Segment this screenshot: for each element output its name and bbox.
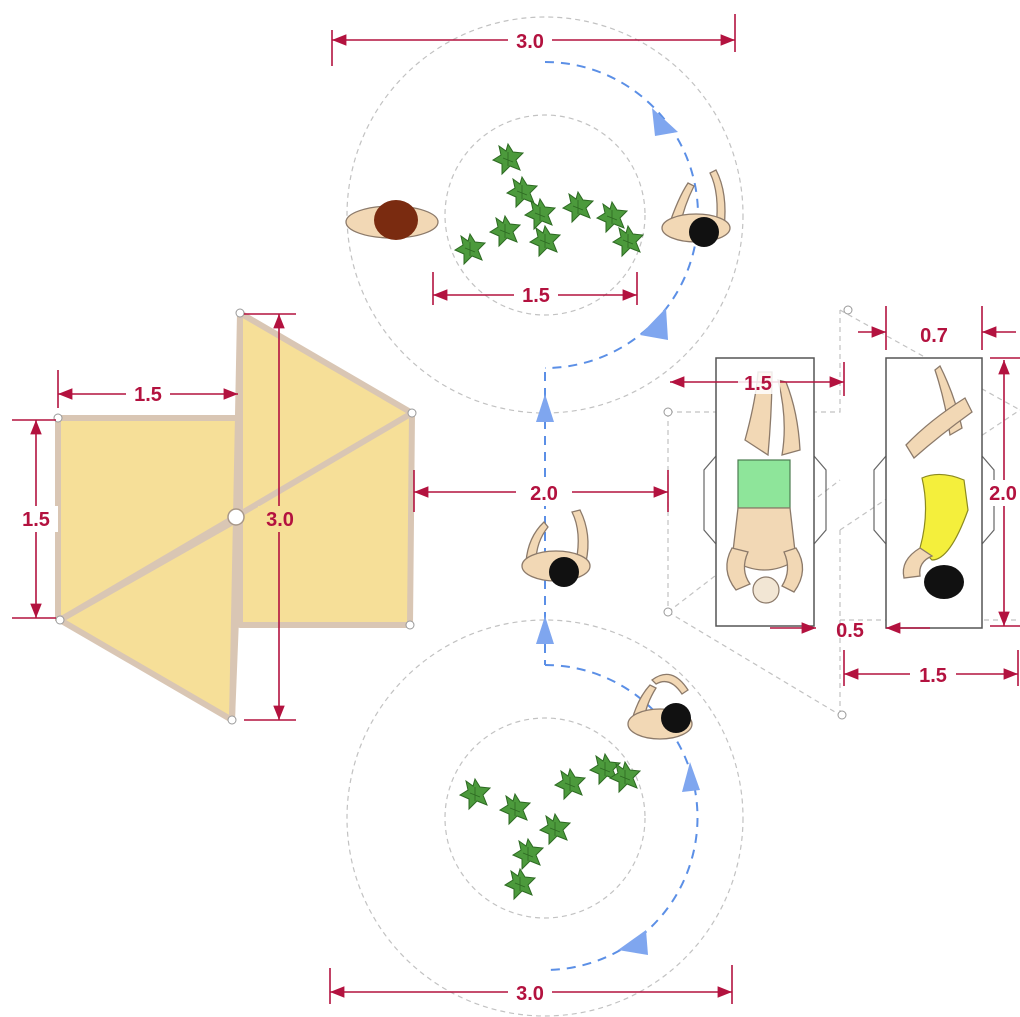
dimension-lounger-width: 0.7 — [858, 306, 1016, 350]
dimension-label: 1.5 — [744, 373, 772, 395]
dimension-lounger-spacing: 1.5 — [843, 650, 1019, 687]
dimension-label: 3.0 — [516, 31, 544, 53]
dimension-lounger-length: 2.0 — [986, 357, 1020, 627]
direction-arrow-icon — [618, 930, 648, 955]
dimension-label: 1.5 — [22, 509, 50, 531]
dimension-umbrella-width: 1.5 — [57, 370, 238, 408]
dimension-top-circle: 3.0 — [331, 14, 736, 66]
dimension-label: 2.0 — [530, 483, 558, 505]
dimension-bottom-circle: 3.0 — [329, 965, 733, 1005]
dimension-lounger-clearance: 1.5 — [670, 362, 845, 396]
top-planter-plants-icon — [454, 143, 644, 265]
dimension-label: 0.5 — [836, 620, 864, 642]
direction-arrow-icon — [536, 394, 554, 422]
person-walking-icon — [345, 200, 439, 240]
dimension-label: 0.7 — [920, 325, 948, 347]
dimension-umbrella-large: 3.0 — [244, 313, 300, 721]
dimension-passage: 2.0 — [413, 470, 669, 512]
dimension-label: 1.5 — [134, 384, 162, 406]
dimension-umbrella-height: 1.5 — [12, 419, 58, 619]
dimension-label: 1.5 — [522, 285, 550, 307]
shade-sail-icon — [53, 308, 417, 725]
direction-arrow-icon — [536, 616, 554, 644]
dimension-top-planter: 1.5 — [432, 272, 638, 307]
direction-arrow-icon — [652, 108, 678, 136]
person-lying-icon — [902, 364, 973, 599]
dimension-label: 3.0 — [266, 509, 294, 531]
bottom-circulation-area — [346, 619, 744, 1017]
dimension-label: 2.0 — [989, 483, 1017, 505]
direction-arrow-icon — [682, 762, 700, 792]
person-walking-icon — [661, 169, 731, 247]
direction-arrow-icon — [640, 308, 668, 340]
dimension-label: 1.5 — [919, 665, 947, 687]
dimension-label: 3.0 — [516, 983, 544, 1005]
bottom-planter-plants-icon — [459, 753, 641, 900]
person-walking-icon — [627, 673, 693, 740]
person-walking-icon — [521, 509, 591, 587]
dimension-lounger-gap: 0.5 — [770, 620, 930, 642]
